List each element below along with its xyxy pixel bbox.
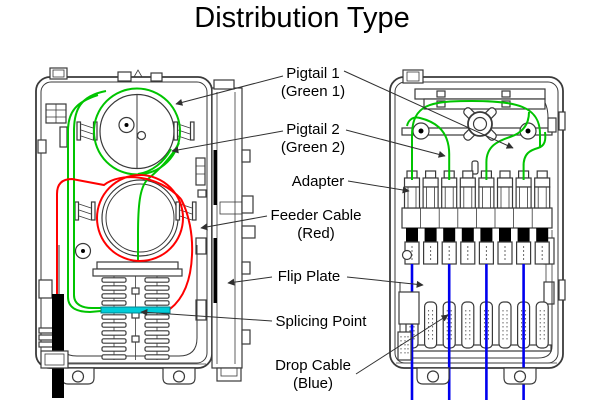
flip-plate-edge [213,150,217,205]
leader-lines [140,70,514,375]
flip-plate-edge [213,238,217,303]
left-box-top-tabs [117,69,163,82]
leader-pigtail2-right [345,129,446,158]
top-rails [414,88,546,110]
leader-pigtail2-left [171,130,284,154]
mounting-foot [61,367,95,385]
leader-pigtail1-left [175,75,284,106]
right-box-view [389,69,566,400]
label-pigtail2-line1: Pigtail 2 [286,121,340,138]
side-profile-view [211,79,256,382]
label-pigtail1-line1: Pigtail 1 [286,65,340,82]
label-adapter: Adapter [292,173,345,191]
flip-plate-blocks [397,291,420,361]
page-title: Distribution Type [194,2,410,34]
leader-flip-plate-left [227,276,273,286]
label-feeder-line2: (Red) [297,225,335,242]
label-drop-line1: Drop Cable [275,357,351,374]
left-wall-clamps [37,103,92,348]
left-box-right-wall-brackets [195,157,207,321]
label-feeder-cable: Feeder Cable (Red) [271,207,362,243]
feeder-cable-jacket [52,294,64,398]
splicing-point-bar [100,306,171,314]
bottom-spool [101,179,179,257]
splice-tray [42,245,206,365]
label-flip-plate: Flip Plate [278,268,341,286]
label-pigtail1-line2: (Green 1) [280,83,346,100]
cable-clamp [40,350,69,369]
fiber-post-left [412,122,430,140]
right-box-hinge [402,69,424,84]
adapter-row [401,170,553,265]
mounting-foot [503,367,537,385]
leader-flip-plate-right [346,276,424,288]
guide-slot [471,160,479,175]
label-drop-line2: (Blue) [292,375,333,392]
label-pigtail2-line2: (Green 2) [280,139,346,156]
left-box-hinge [49,67,68,80]
leader-drop-cable [355,314,449,375]
red-feeder-fiber [56,174,194,310]
top-spool [99,93,175,170]
mounting-foot [416,367,450,385]
left-box-view [35,67,213,398]
label-splicing-line1: Splicing Point [275,313,367,330]
label-feeder-line1: Feeder Cable [270,207,362,224]
label-adapter-line1: Adapter [291,173,345,190]
leader-adapter [347,180,410,194]
label-drop-cable: Drop Cable (Blue) [275,357,351,393]
leader-splicing-point [140,308,273,322]
label-splicing-point: Splicing Point [276,313,367,331]
label-pigtail2: Pigtail 2 (Green 2) [281,121,345,157]
leader-feeder-cable [200,215,268,231]
label-pigtail1: Pigtail 1 (Green 1) [281,65,345,101]
flip-plate-pivot [401,249,413,261]
leader-pigtail1-right [343,70,514,149]
label-flip-plate-line1: Flip Plate [277,268,341,285]
mounting-foot [162,367,196,385]
green-pigtail-fibers-right-view [406,99,547,180]
